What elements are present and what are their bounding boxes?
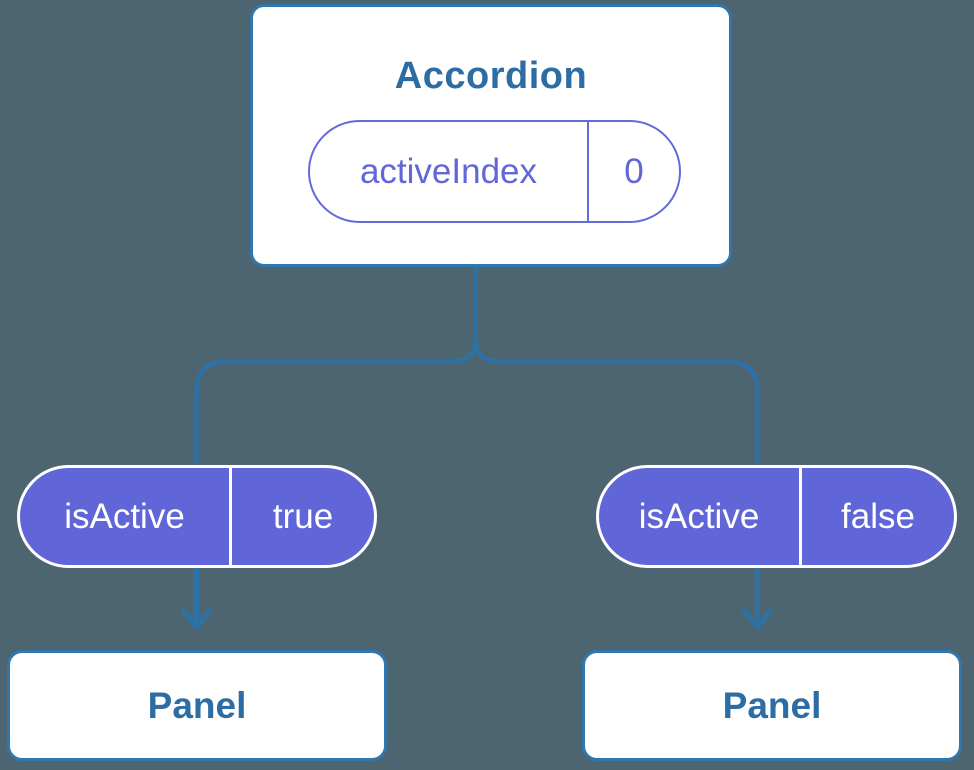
prop-value-label: false — [841, 496, 915, 536]
active-index-state-pill: activeIndex 0 — [308, 120, 681, 223]
branch-left-line — [194, 266, 478, 463]
panel-node-left: Panel — [7, 650, 387, 761]
arrow-down-icon — [181, 566, 212, 630]
state-value-label: 0 — [624, 151, 644, 191]
panel-node-title: Panel — [722, 684, 822, 726]
panel-node-right: Panel — [582, 650, 962, 761]
panel-node-title: Panel — [147, 684, 247, 726]
is-active-false-pill: isActive false — [596, 465, 957, 568]
prop-name-label: isActive — [20, 468, 232, 565]
is-active-true-pill: isActive true — [17, 465, 377, 568]
state-name-label: activeIndex — [310, 122, 589, 221]
accordion-node: Accordion activeIndex 0 — [250, 4, 732, 267]
prop-value-label: true — [272, 496, 334, 536]
branch-right-line — [473, 338, 760, 463]
arrow-down-icon — [742, 566, 773, 630]
accordion-node-title: Accordion — [394, 55, 588, 97]
prop-name-label: isActive — [599, 468, 802, 565]
